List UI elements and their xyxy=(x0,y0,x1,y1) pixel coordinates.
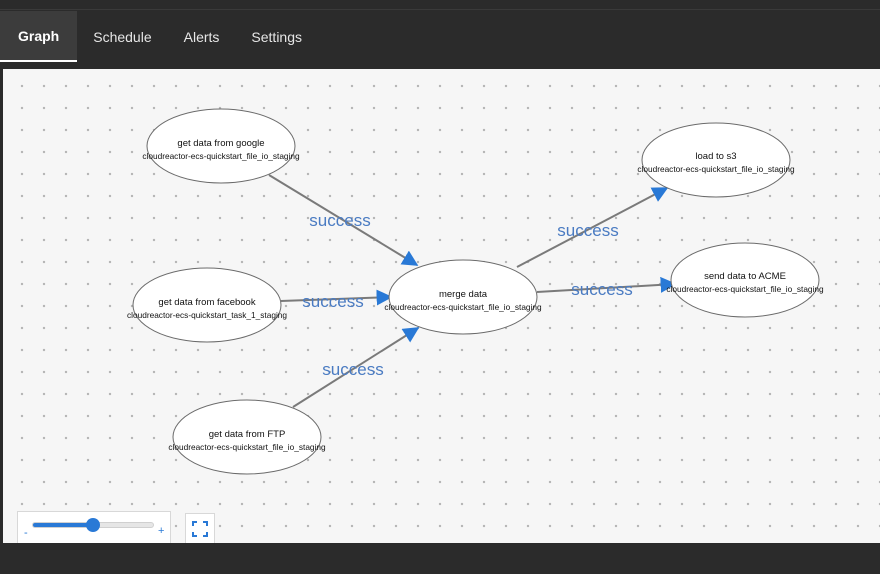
edge-ftp-merge[interactable]: success xyxy=(292,327,420,408)
node-send-data-to-acme[interactable]: send data to ACME cloudreactor-ecs-quick… xyxy=(666,242,824,318)
zoom-in-label[interactable]: + xyxy=(158,525,165,537)
edge-google-merge[interactable]: success xyxy=(268,174,419,266)
tab-alerts[interactable]: Alerts xyxy=(183,28,220,45)
zoom-slider-handle[interactable] xyxy=(86,518,100,532)
node-subtitle: cloudreactor-ecs-quickstart_file_io_stag… xyxy=(384,302,542,312)
tab-settings[interactable]: Settings xyxy=(251,28,303,45)
graph-canvas[interactable]: success success success success success … xyxy=(3,69,880,543)
node-title: send data to ACME xyxy=(704,271,786,282)
node-title: merge data xyxy=(439,289,488,300)
tab-schedule[interactable]: Schedule xyxy=(93,28,152,45)
edge-facebook-merge[interactable]: success xyxy=(280,289,393,311)
edge-merge-acme[interactable]: success xyxy=(536,276,677,299)
tab-graph[interactable]: Graph xyxy=(0,11,78,62)
node-title: get data from facebook xyxy=(158,297,255,308)
fit-to-screen-button[interactable] xyxy=(185,513,215,545)
edge-merge-s3[interactable]: success xyxy=(516,187,669,268)
node-subtitle: cloudreactor-ecs-quickstart_file_io_stag… xyxy=(142,151,300,161)
fit-to-screen-icon xyxy=(192,521,208,537)
zoom-control: - + xyxy=(17,511,171,547)
node-merge-data[interactable]: merge data cloudreactor-ecs-quickstart_f… xyxy=(384,259,542,335)
node-subtitle: cloudreactor-ecs-quickstart_file_io_stag… xyxy=(637,164,795,174)
edge-label: success xyxy=(302,292,363,311)
node-get-data-from-facebook[interactable]: get data from facebook cloudreactor-ecs-… xyxy=(127,267,287,343)
zoom-out-label[interactable]: - xyxy=(24,527,28,539)
edge-label: success xyxy=(309,211,370,230)
node-title: get data from FTP xyxy=(209,429,286,440)
bottom-bar xyxy=(0,543,880,574)
node-subtitle: cloudreactor-ecs-quickstart_task_1_stagi… xyxy=(127,310,287,320)
node-subtitle: cloudreactor-ecs-quickstart_file_io_stag… xyxy=(666,284,824,294)
top-bar xyxy=(0,0,880,10)
node-title: load to s3 xyxy=(695,151,736,162)
edge-label: success xyxy=(557,221,618,240)
edge-label: success xyxy=(322,360,383,379)
zoom-slider-fill xyxy=(33,523,93,527)
node-get-data-from-ftp[interactable]: get data from FTP cloudreactor-ecs-quick… xyxy=(168,399,326,475)
node-subtitle: cloudreactor-ecs-quickstart_file_io_stag… xyxy=(168,442,326,452)
tab-bar: Graph Schedule Alerts Settings xyxy=(0,11,880,62)
workflow-graph[interactable]: success success success success success … xyxy=(3,69,880,543)
zoom-slider-track[interactable] xyxy=(32,518,154,532)
edge-label: success xyxy=(571,280,632,299)
node-get-data-from-google[interactable]: get data from google cloudreactor-ecs-qu… xyxy=(142,108,300,184)
node-load-to-s3[interactable]: load to s3 cloudreactor-ecs-quickstart_f… xyxy=(637,122,795,198)
node-title: get data from google xyxy=(177,138,264,149)
